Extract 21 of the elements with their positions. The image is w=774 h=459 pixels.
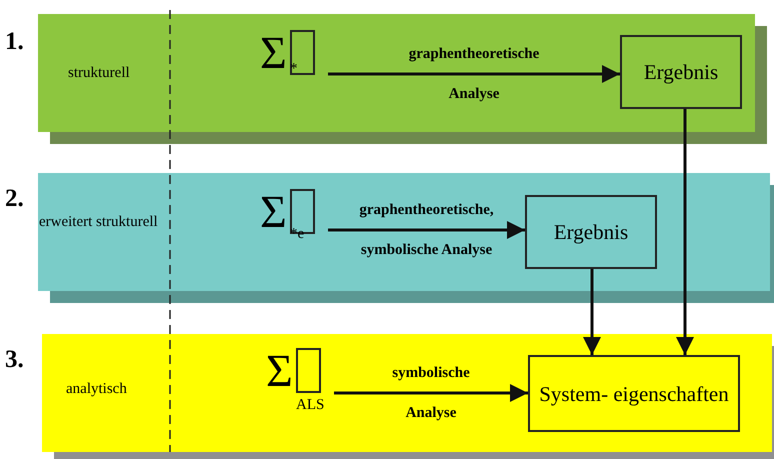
arrow	[583, 269, 601, 355]
edge-label: graphentheoretische Analyse	[408, 45, 540, 104]
step-number: 3.	[5, 346, 24, 374]
row-label: strukturell	[68, 64, 131, 83]
row-label: analytisch	[66, 380, 128, 399]
arrow	[676, 109, 694, 355]
edge-label: graphentheoretische, symbolische Analyse	[358, 201, 495, 260]
step-number: 1.	[5, 28, 24, 56]
row-label: erweitert strukturell	[39, 213, 159, 232]
arrow	[328, 65, 620, 83]
step-number: 2.	[5, 185, 24, 213]
result-box: System- eigenschaften	[528, 355, 740, 432]
arrow	[334, 384, 528, 402]
sigma-symbol: Σ	[260, 30, 287, 76]
result-box: Ergebnis	[525, 195, 657, 269]
subscript: ALS	[296, 398, 324, 413]
result-box: Ergebnis	[620, 35, 742, 109]
edge-label: symbolische Analyse	[391, 364, 471, 423]
sigma-symbol: Σ	[260, 189, 287, 235]
sigma-symbol: Σ	[266, 348, 293, 394]
arrow	[328, 221, 525, 239]
